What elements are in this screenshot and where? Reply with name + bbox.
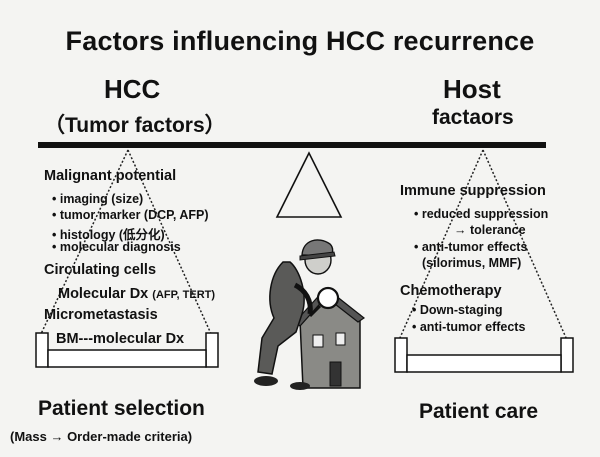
right-heading: Host — [443, 74, 501, 104]
malignant-item: • molecular diagnosis — [52, 240, 181, 254]
immune-item: (silorimus, MMF) — [422, 256, 522, 270]
right-pan — [394, 337, 574, 373]
micrometastasis-title: Micrometastasis — [44, 307, 158, 323]
chemo-item: • anti-tumor effects — [412, 320, 526, 334]
left-footer: Patient selection — [38, 397, 205, 420]
balance-beam — [38, 142, 546, 148]
left-footer-sub: (Mass → Order-made criteria) — [10, 429, 193, 444]
malignant-item: • histology (低分化) — [52, 228, 165, 242]
circulating-line-main: Molecular Dx — [58, 286, 149, 302]
fulcrum-triangle — [275, 151, 343, 218]
malignant-item: • tumor marker (DCP, AFP) — [52, 208, 209, 222]
left-pan — [35, 332, 219, 368]
chemotherapy-title: Chemotherapy — [400, 283, 502, 299]
circulating-line-small: (AFP, TERT) — [152, 289, 216, 301]
malignant-potential-title: Malignant potential — [44, 168, 177, 184]
right-subheading: factaors — [432, 106, 514, 129]
immune-suppression-title: Immune suppression — [400, 183, 546, 199]
right-string-right — [482, 149, 568, 341]
right-footer: Patient care — [419, 400, 539, 423]
immune-item: → tolerance — [454, 223, 526, 237]
malignant-item: • imaging (size) — [52, 192, 144, 206]
chemo-item: • Down-staging — [412, 303, 503, 317]
left-subheading: （Tumor factors） — [44, 114, 226, 137]
left-heading: HCC — [104, 74, 161, 104]
immune-item: • anti-tumor effects — [414, 240, 528, 254]
micrometastasis-line: BM---molecular Dx — [56, 331, 185, 347]
right-string-left — [398, 149, 484, 341]
circulating-cells-title: Circulating cells — [44, 262, 157, 278]
detective-house-illustration — [254, 239, 366, 390]
page-title: Factors influencing HCC recurrence — [65, 26, 535, 56]
circulating-line: Molecular Dx (AFP, TERT) — [58, 286, 215, 302]
immune-item: • reduced suppression — [414, 207, 549, 221]
